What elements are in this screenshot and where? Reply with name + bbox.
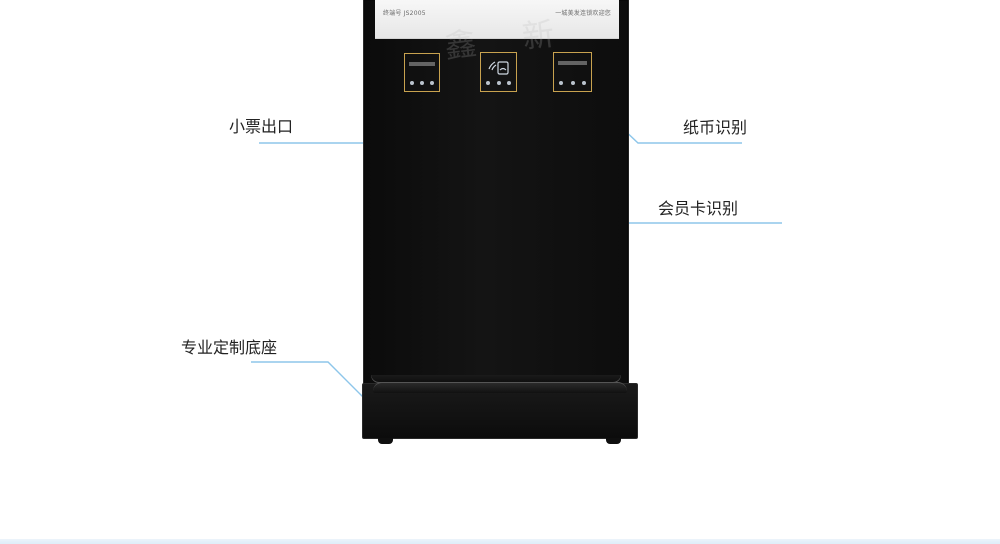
bottom-band [0, 539, 1000, 544]
cash-module-dots [559, 81, 586, 85]
cash-dot-2 [570, 81, 575, 85]
card-module [480, 52, 517, 92]
cash-dot-1 [559, 81, 563, 85]
card-dot-1 [486, 81, 490, 85]
base-top-plate [373, 382, 627, 393]
kiosk-base [362, 382, 638, 444]
screen-title-left: 终端号 JS2005 [383, 10, 426, 17]
ticket-module-label [409, 62, 435, 66]
base-foot-right [606, 438, 621, 444]
ticket-dot-2 [420, 81, 424, 85]
cash-dot-3 [582, 81, 586, 85]
kiosk-body: 终端号 JS2005 一城美发连锁欢迎您 鑫 新 [363, 0, 629, 384]
callout-line-base [251, 361, 364, 398]
callout-label-base: 专业定制底座 [181, 338, 278, 357]
cash-module-label [558, 61, 587, 65]
ticket-dot-3 [430, 81, 434, 85]
callout-label-cash: 纸币识别 [683, 118, 748, 137]
ticket-module [404, 53, 440, 92]
card-module-dots [486, 81, 511, 85]
callout-label-ticket: 小票出口 [229, 117, 294, 136]
callout-label-card: 会员卡识别 [658, 199, 739, 218]
card-dot-3 [507, 81, 511, 85]
screen-title-right: 一城美发连锁欢迎您 [555, 10, 611, 17]
kiosk-bottom-lip [371, 375, 621, 383]
ticket-module-dots [410, 81, 434, 85]
nfc-icon [488, 61, 509, 75]
base-foot-left [378, 438, 393, 444]
kiosk-screen-top: 终端号 JS2005 一城美发连锁欢迎您 [375, 0, 619, 39]
ticket-dot-1 [410, 81, 414, 85]
card-dot-2 [496, 81, 501, 85]
cash-module [553, 52, 592, 92]
